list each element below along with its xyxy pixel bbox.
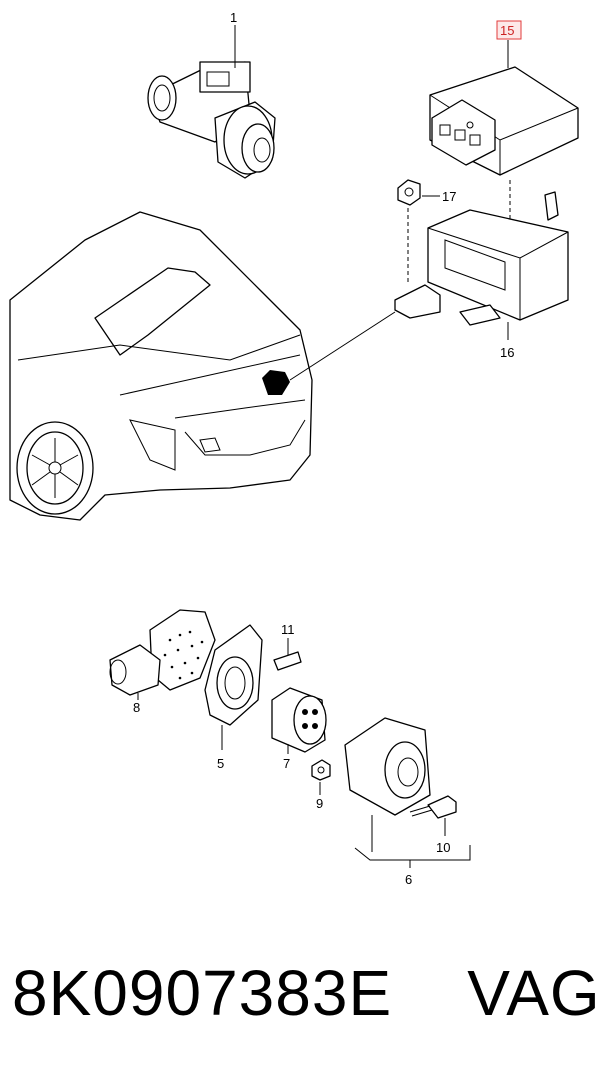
part-number-footer: 8K0907383E VAG [12,948,600,1038]
callout-8: 8 [133,700,140,715]
callout-9: 9 [316,796,323,811]
car-rear-illustration [9,211,313,521]
callout-5: 5 [217,756,224,771]
callout-15: 15 [500,23,514,38]
part-10-screw[interactable] [409,795,457,819]
part-5-retaining-ring[interactable] [204,624,263,726]
callout-15-highlight [496,20,522,40]
part-17-nut[interactable] [397,179,421,206]
callout-1: 1 [230,10,237,25]
part-11-pin[interactable] [273,651,302,671]
part-8-connector[interactable] [109,609,216,696]
callout-17: 17 [442,189,456,204]
callout-16: 16 [500,345,514,360]
footer-spacer [392,957,467,1029]
part-6-socket-housing[interactable] [344,717,431,816]
part-16-bracket[interactable] [394,191,569,326]
leader-car-to-bracket [289,311,396,381]
brand-name: VAG [467,957,600,1029]
callout-6: 6 [405,872,412,887]
perforated-plate-dots [163,630,204,680]
callout-7: 7 [283,756,290,771]
part-7-connector-housing[interactable] [271,687,327,753]
leader-6-bracket [354,845,471,861]
part-9-nut[interactable] [311,759,331,781]
callout-11: 11 [281,622,295,637]
callout-10: 10 [436,840,450,855]
part-1-parking-sensor[interactable] [147,61,276,179]
sensor-location-marker [262,370,290,395]
part-15-control-unit[interactable] [429,66,579,176]
part-number: 8K0907383E [12,957,393,1029]
